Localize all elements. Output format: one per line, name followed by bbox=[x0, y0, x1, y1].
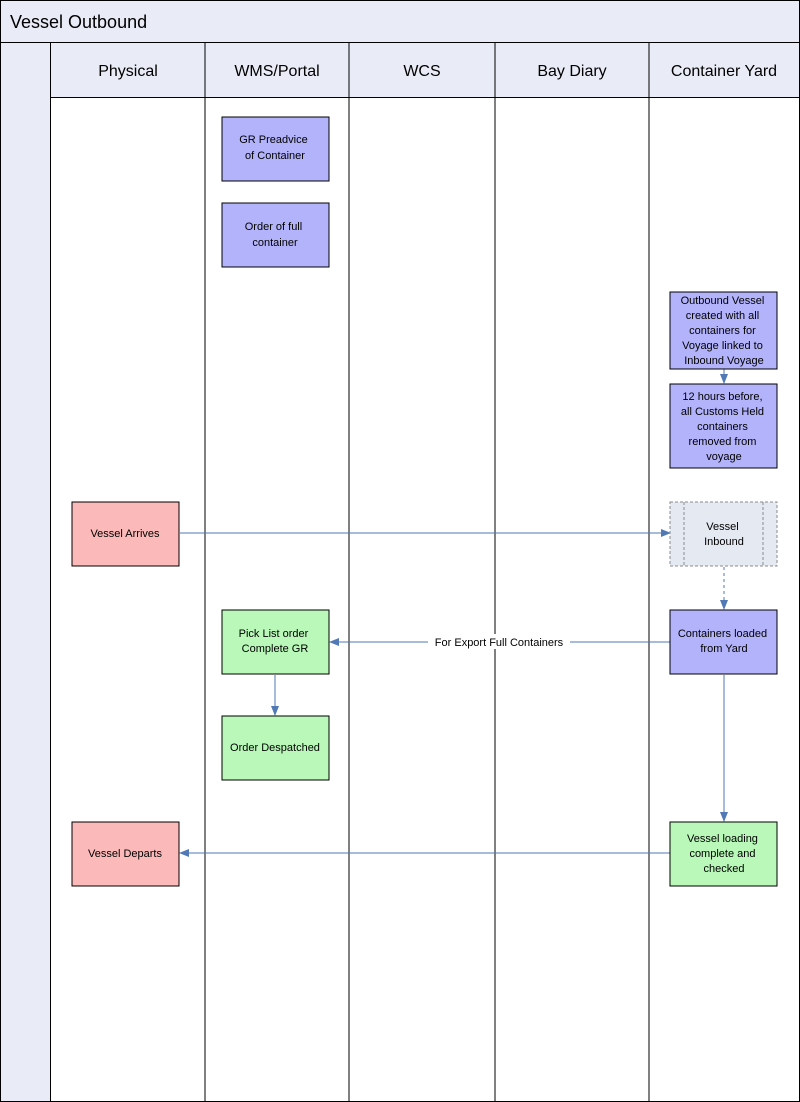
svg-text:Vessel Inbound: Vessel Inbound bbox=[704, 521, 744, 548]
node-vessel-inbound: Vessel Inbound bbox=[669, 501, 778, 567]
lane-header: WCS bbox=[403, 63, 440, 80]
diagram-title: Vessel Outbound bbox=[10, 12, 147, 32]
node-gr-preadvice: GR Preadvice of Container bbox=[221, 116, 330, 182]
lane-header: Physical bbox=[98, 63, 158, 80]
edge-loaded-to-picklist: For Export Full Containers bbox=[329, 634, 670, 649]
node-vessel-arrives: Vessel Arrives bbox=[71, 501, 180, 567]
svg-text:Order Despatched: Order Despatched bbox=[230, 742, 320, 754]
svg-text:Vessel Arrives: Vessel Arrives bbox=[90, 528, 160, 540]
svg-text:GR Preadvice of Containe: GR Preadvice of Container bbox=[239, 134, 311, 162]
lane-header-band bbox=[50, 42, 800, 98]
svg-text:Vessel loading complete: Vessel loading complete and checked bbox=[687, 833, 761, 875]
node-vessel-departs: Vessel Departs bbox=[71, 821, 180, 887]
lane-header: Bay Diary bbox=[537, 63, 606, 80]
svg-text:12 hours before, all Cus: 12 hours before, all Customs Held contai… bbox=[681, 391, 767, 463]
edge-label: For Export Full Containers bbox=[435, 637, 564, 649]
left-strip bbox=[0, 42, 51, 1102]
node-containers-loaded: Containers loaded from Yard bbox=[669, 609, 778, 675]
node-outbound-vessel: Outbound Vessel created with all contain… bbox=[669, 291, 778, 370]
title-bar bbox=[0, 0, 800, 43]
lane-header: Container Yard bbox=[671, 63, 777, 80]
node-order-full: Order of full container bbox=[221, 202, 330, 268]
svg-text:Containers loaded from Y: Containers loaded from Yard bbox=[678, 628, 770, 655]
node-twelve-hours: 12 hours before, all Customs Held contai… bbox=[669, 383, 778, 469]
svg-text:Vessel Departs: Vessel Departs bbox=[88, 848, 162, 860]
lane-header: WMS/Portal bbox=[234, 63, 319, 80]
node-order-despatched: Order Despatched bbox=[221, 715, 330, 781]
node-pick-list: Pick List order Complete GR bbox=[221, 609, 330, 675]
svg-text:Outbound Vessel created: Outbound Vessel created with all contain… bbox=[681, 295, 768, 367]
node-vessel-loading: Vessel loading complete and checked bbox=[669, 821, 778, 887]
svg-text:Order of full container: Order of full container bbox=[245, 221, 306, 249]
svg-text:Pick List order Complete: Pick List order Complete GR bbox=[239, 628, 312, 655]
